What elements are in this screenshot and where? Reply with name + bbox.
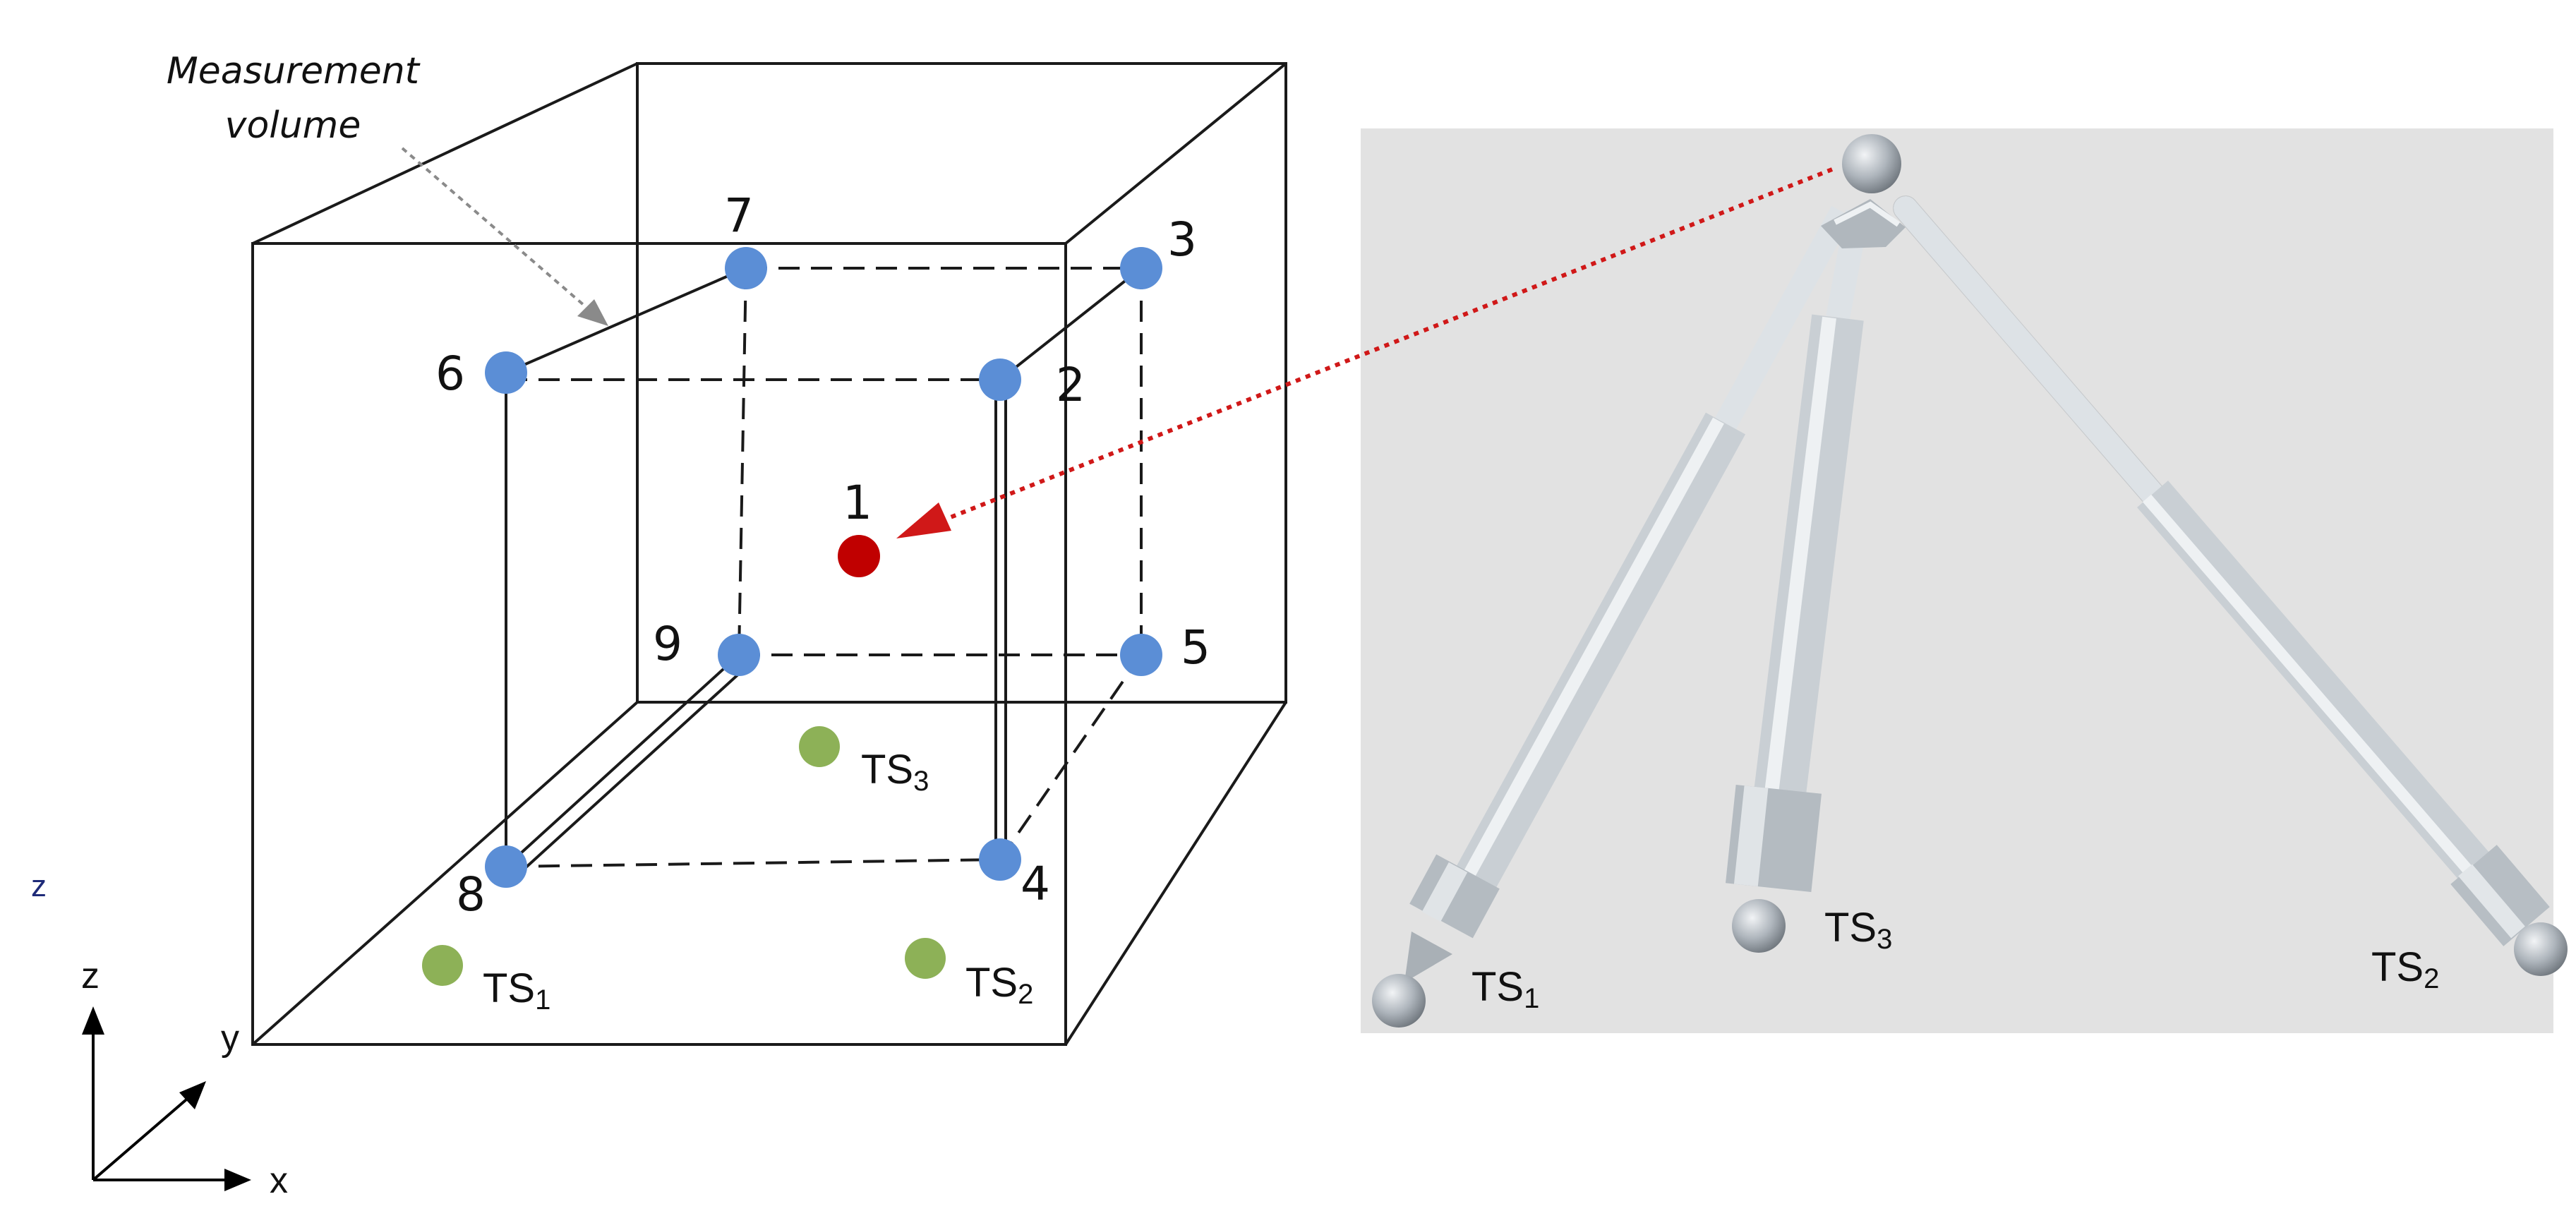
measurement-volume [505, 267, 1143, 878]
measurement-points [485, 247, 1162, 888]
volume-edge-2-3 [999, 267, 1143, 381]
stylus-labels: TS1 TS3 TS2 [1471, 905, 2439, 1014]
label-7: 7 [724, 188, 754, 243]
stylus-render-panel: TS1 TS3 TS2 [896, 128, 2568, 1033]
annotation-line1: Measurement [167, 50, 421, 92]
stylus-label-ts3: TS3 [1824, 905, 1892, 955]
axis-y [92, 1090, 198, 1181]
volume-edge-5-4 [999, 653, 1143, 861]
cube-edge-bottom-left [251, 701, 639, 1046]
point-6 [485, 351, 527, 394]
cube-edge-top-right [1064, 62, 1287, 245]
point-4 [979, 838, 1021, 881]
stylus-label-ts1: TS1 [1471, 964, 1539, 1014]
label-4: 4 [1021, 857, 1050, 911]
volume-edge-8-9-a [505, 653, 740, 868]
axis-label-z-stray: z [31, 869, 47, 903]
label-5: 5 [1181, 620, 1210, 675]
stylus-ts2 [1893, 195, 2568, 976]
axis-x-arrowhead [224, 1169, 251, 1191]
axis-label-z: z [81, 956, 100, 996]
point-9 [718, 634, 760, 676]
label-ts3: TS3 [861, 747, 929, 797]
target-ts1 [422, 945, 463, 986]
label-9: 9 [653, 617, 682, 671]
volume-edge-8-4 [505, 858, 1001, 868]
outer-cube [251, 62, 1287, 1046]
cube-front-face [251, 242, 1067, 1046]
volume-edge-7-9 [738, 267, 747, 656]
label-6: 6 [435, 347, 465, 401]
stylus-ts3 [1726, 209, 1870, 953]
measurement-volume-callout: Measurement volume [167, 50, 608, 326]
point-8 [485, 845, 527, 888]
cube-back-face [636, 62, 1287, 704]
point-7 [725, 247, 767, 289]
target-ts3 [799, 726, 840, 767]
reference-arrowhead [896, 502, 951, 538]
cube-edge-bottom-right [1064, 701, 1287, 1046]
axis-labels: z y x z [31, 869, 288, 1201]
target-spheres [422, 726, 946, 986]
point-2 [979, 359, 1021, 401]
target-labels: TS3 TS1 TS2 [483, 747, 1033, 1016]
target-ts2 [905, 938, 946, 979]
point-5 [1120, 634, 1162, 676]
volume-edge-6-7 [505, 267, 747, 374]
axis-y-arrowhead [179, 1081, 206, 1109]
point-1 [838, 535, 880, 577]
label-2: 2 [1056, 358, 1085, 412]
label-8: 8 [456, 867, 486, 922]
annotation-line2: volume [225, 104, 361, 147]
stylus-hub [1821, 134, 1906, 248]
label-ts1: TS1 [483, 965, 550, 1016]
volume-edge-8-9-b [514, 663, 750, 878]
coordinate-axes [82, 1006, 251, 1191]
annotation-arrowhead [577, 299, 608, 326]
point-3 [1120, 247, 1162, 289]
stylus-ts1 [1372, 205, 1853, 1028]
axis-z-arrowhead [82, 1006, 104, 1035]
cube-edge-top-left [252, 62, 638, 245]
annotation-arrow [401, 147, 601, 320]
label-1: 1 [843, 476, 872, 530]
axis-label-x: x [270, 1160, 288, 1201]
point-labels: 7 3 6 2 1 9 5 8 4 [435, 188, 1210, 922]
axis-label-y: y [221, 1018, 239, 1059]
stylus-label-ts2: TS2 [2371, 944, 2439, 994]
label-ts2: TS2 [965, 960, 1033, 1010]
label-3: 3 [1167, 212, 1197, 267]
